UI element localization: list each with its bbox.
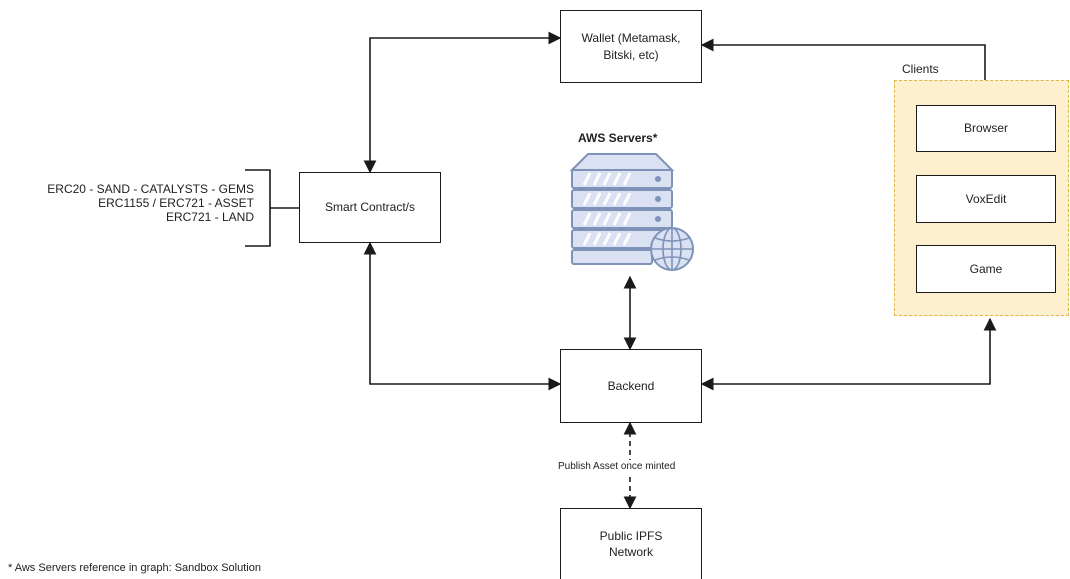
client-game-label: Game [969,261,1003,276]
backend-label: Backend [607,378,655,393]
ipfs-node: Public IPFS Network [560,508,702,579]
token-standard-asset: ERC1155 / ERC721 - ASSET [98,196,254,210]
wallet-node: Wallet (Metamask, Bitski, etc) [560,10,702,83]
smart-contract-label: Smart Contract/s [324,200,416,215]
publish-asset-label: Publish Asset once minted [556,460,678,473]
clients-title: Clients [902,62,939,76]
wallet-label-line2: Bitski, etc) [603,47,659,62]
client-browser-label: Browser [963,121,1008,136]
ipfs-label-line2: Network [608,545,653,559]
token-standards: ERC20 - SAND - CATALYSTS - GEMS ERC1155 … [47,182,254,224]
edge-contract-backend [363,241,562,391]
edge-contract-wallet [363,31,562,174]
client-voxedit: VoxEdit [916,175,1056,223]
aws-title: AWS Servers* [578,131,658,145]
server-rack-globe-icon [569,153,694,271]
token-standard-sand: ERC20 - SAND - CATALYSTS - GEMS [47,182,254,196]
wallet-label-line1: Wallet (Metamask, [581,31,681,46]
ipfs-label-line1: Public IPFS [599,528,663,543]
edge-backend-clients [700,317,997,391]
client-voxedit-label: VoxEdit [965,191,1007,206]
token-bracket [245,169,299,247]
smart-contract-node: Smart Contract/s [299,172,441,243]
token-standard-land: ERC721 - LAND [165,210,254,224]
backend-node: Backend [560,349,702,423]
footnote: * Aws Servers reference in graph: Sandbo… [8,562,261,574]
client-browser: Browser [916,105,1056,152]
client-game: Game [916,245,1056,293]
